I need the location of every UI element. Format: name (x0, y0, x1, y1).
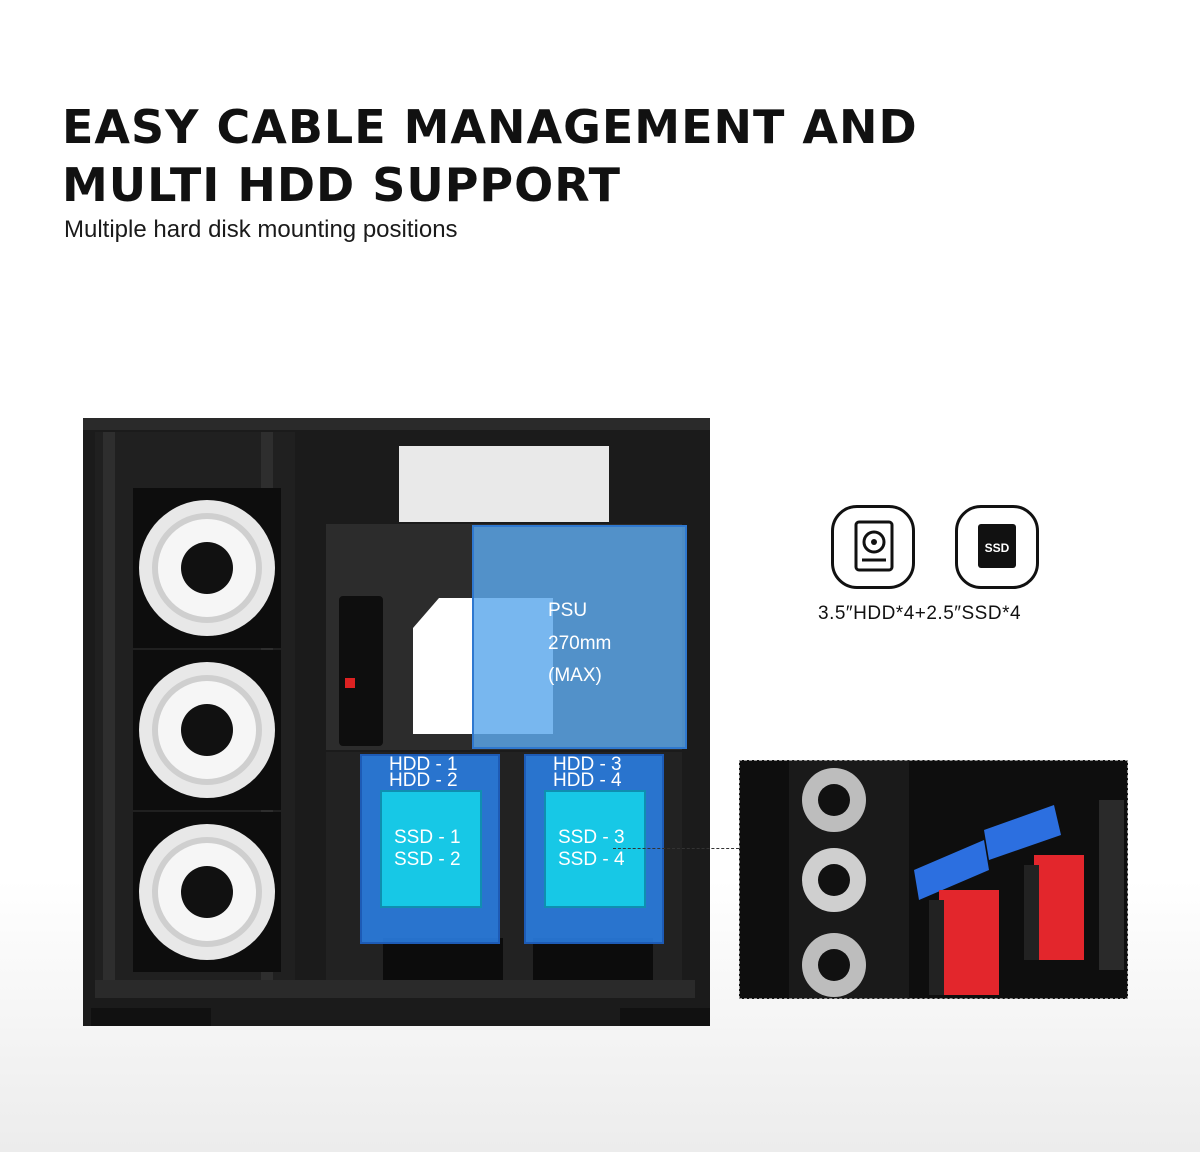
storage-spec: 3.5″HDD*4+2.5″SSD*4 (818, 603, 1022, 624)
ssd-1-label: SSD - 1 (394, 827, 461, 848)
hard-disk-icon (854, 520, 894, 572)
hdd-4-label: HDD - 4 (553, 770, 622, 791)
page-title-line2: MULTI HDD SUPPORT (62, 158, 621, 212)
hdd-detail-drawing (739, 760, 1128, 999)
ssd-bay-left: SSD - 1 SSD - 2 (380, 790, 482, 908)
inset-border (739, 760, 1128, 999)
hdd-2-label: HDD - 2 (389, 770, 458, 791)
pc-case-illustration: PSU 270mm (MAX) HDD - 1 HDD - 2 SSD - 1 … (83, 418, 710, 1026)
psu-area-overlay: PSU 270mm (MAX) (472, 525, 687, 749)
ssd-icon: SSD (978, 524, 1016, 568)
page-subtitle: Multiple hard disk mounting positions (64, 216, 458, 243)
page-title-line1: EASY CABLE MANAGEMENT AND (62, 100, 918, 154)
hdd-bay-right: HDD - 3 HDD - 4 SSD - 3 SSD - 4 (524, 754, 664, 944)
hdd-bay-left: HDD - 1 HDD - 2 SSD - 1 SSD - 2 (360, 754, 500, 944)
ssd-bay-right: SSD - 3 SSD - 4 (544, 790, 646, 908)
psu-max-label: (MAX) (548, 665, 602, 686)
ssd-icon-badge: SSD (955, 505, 1039, 589)
fan-middle (133, 650, 281, 810)
fan-bottom (133, 812, 281, 972)
leader-line (613, 848, 739, 849)
hdd-icon-badge (831, 505, 915, 589)
psu-label: PSU (548, 600, 588, 621)
fan-top (133, 488, 281, 648)
hdd-detail-inset (739, 760, 1128, 999)
ssd-2-label: SSD - 2 (394, 849, 461, 870)
hdd-1-label: HDD - 1 (389, 754, 458, 775)
page-title: EASY CABLE MANAGEMENT AND MULTI HDD SUPP… (62, 98, 918, 214)
hdd-3-label: HDD - 3 (553, 754, 622, 775)
ssd-3-label: SSD - 3 (558, 827, 625, 848)
ssd-icon-label: SSD (985, 541, 1010, 555)
ssd-4-label: SSD - 4 (558, 849, 625, 870)
psu-length-label: 270mm (548, 633, 612, 654)
